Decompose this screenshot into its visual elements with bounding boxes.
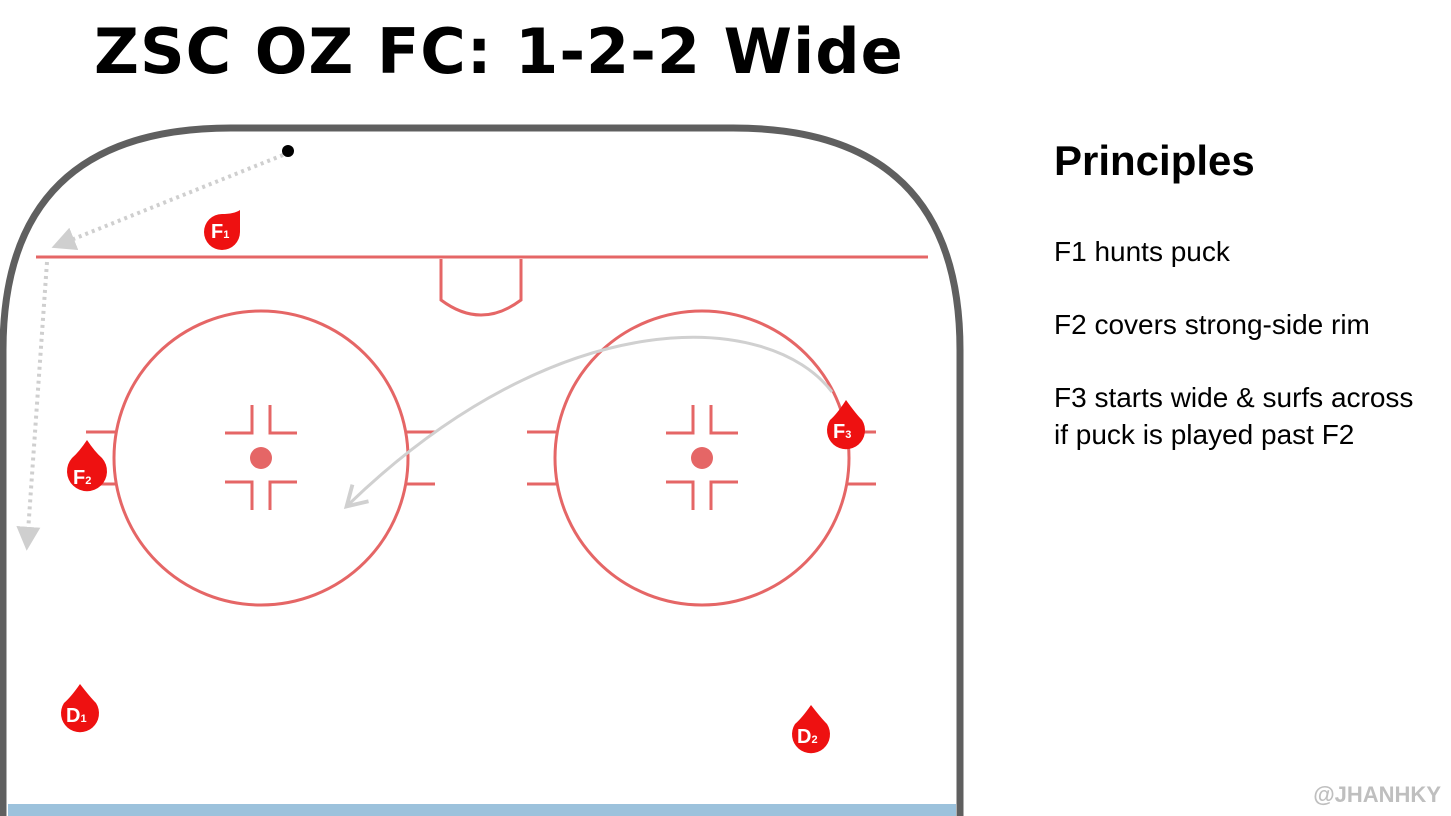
principle-f1: F1 hunts puck [1054, 233, 1230, 270]
player-label-d2: D2 [797, 726, 818, 748]
f3-skate-path [343, 335, 834, 509]
principle-line: if puck is played past F2 [1054, 419, 1355, 450]
right-faceoff-circle [527, 309, 876, 607]
puck-pass-path [51, 153, 284, 250]
puck [282, 145, 294, 157]
player-marker-d1: D1 [61, 684, 100, 733]
principle-line: F3 starts wide & surfs across [1054, 382, 1414, 413]
principle-line: F2 covers strong-side rim [1054, 309, 1370, 340]
principle-f3: F3 starts wide & surfs across if puck is… [1054, 379, 1413, 453]
blue-line [8, 804, 956, 816]
player-marker-f1: F1 [204, 210, 240, 250]
left-faceoff-circle [86, 309, 435, 607]
goal-crease [439, 259, 523, 317]
author-watermark: @JHANHKY [1313, 782, 1441, 807]
player-marker-f3: F3 [827, 400, 865, 450]
rink-boards [0, 124, 964, 816]
diagram-title: ZSC OZ FC: 1-2-2 Wide [94, 15, 904, 88]
faceoff-dot [250, 447, 272, 469]
player-marker-f2: F2 [67, 440, 107, 492]
player-label-d1: D1 [66, 705, 87, 727]
player-label-f2: F2 [73, 467, 91, 489]
player-marker-d2: D2 [792, 705, 830, 754]
faceoff-dot [691, 447, 713, 469]
puck-rim-path [16, 261, 49, 551]
principle-line: F1 hunts puck [1054, 236, 1230, 267]
player-label-f3: F3 [833, 421, 851, 443]
principle-f2: F2 covers strong-side rim [1054, 306, 1370, 343]
principles-heading: Principles [1054, 137, 1255, 184]
player-label-f1: F1 [211, 221, 229, 243]
